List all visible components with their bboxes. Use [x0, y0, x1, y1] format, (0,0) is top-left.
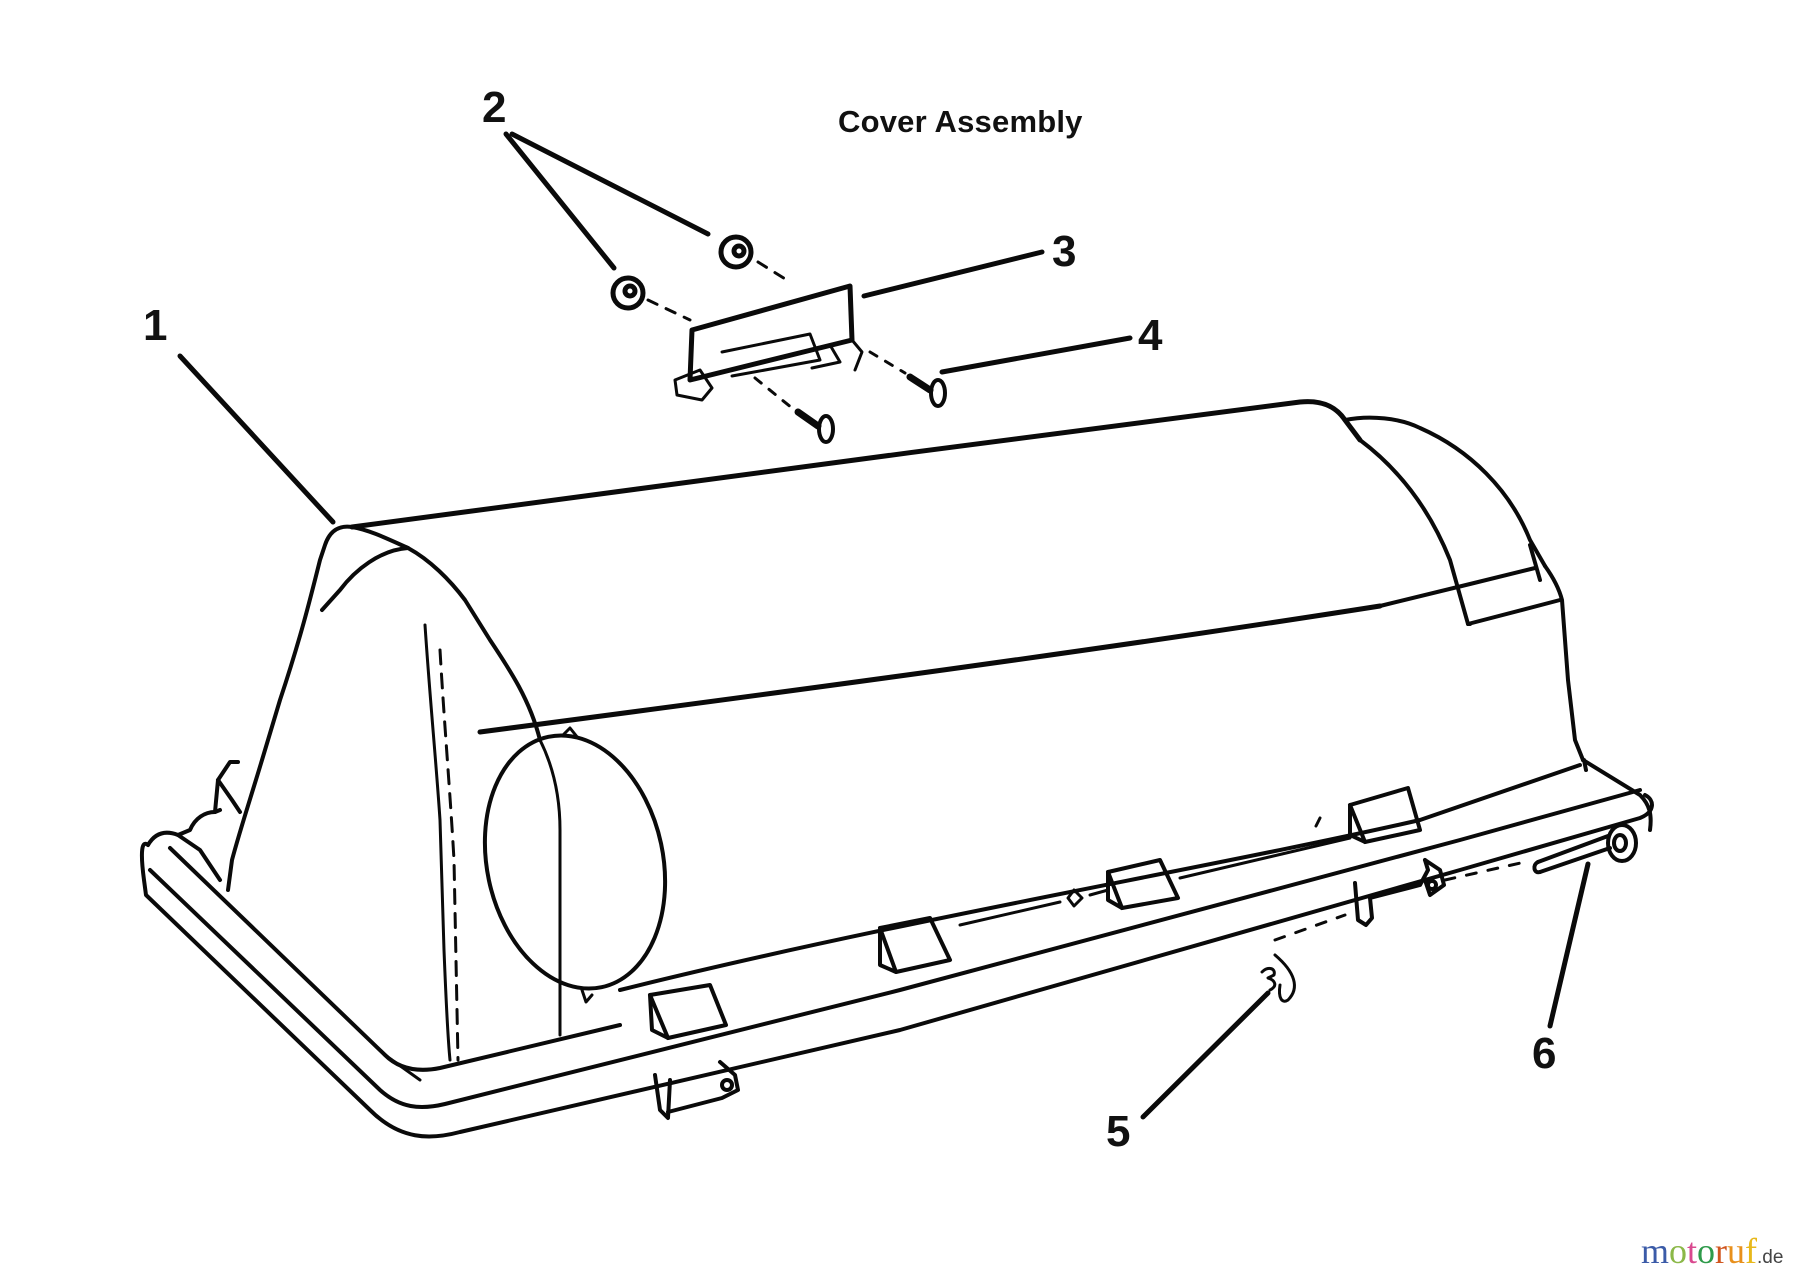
cover-body — [226, 399, 1653, 1062]
leader-4 — [939, 335, 1133, 375]
callout-5: 5 — [1106, 1107, 1131, 1156]
wm-letter: o — [1697, 1231, 1716, 1271]
base-frame — [139, 760, 1654, 1139]
nuts — [610, 234, 754, 311]
leader-1 — [177, 353, 336, 525]
nut-dash-lines — [646, 260, 792, 322]
callout-1: 1 — [143, 301, 168, 350]
wm-letter: t — [1687, 1231, 1698, 1271]
wm-letter: m — [1641, 1231, 1670, 1271]
assembly-lines — [1273, 860, 1527, 942]
leader-lines — [177, 131, 1591, 1120]
screw-dash-lines — [753, 350, 907, 410]
hairpin-clip — [1260, 953, 1296, 1003]
leader-2b — [509, 131, 711, 237]
callout-3: 3 — [1052, 227, 1077, 276]
wm-letter: o — [1669, 1231, 1688, 1271]
callout-6: 6 — [1532, 1029, 1557, 1078]
wm-tld: .de — [1757, 1247, 1784, 1268]
watermark-logo: motoruf.de — [1641, 1233, 1783, 1269]
wm-letter: u — [1727, 1231, 1746, 1271]
diagram-title: Cover Assembly — [838, 104, 1083, 139]
leader-3 — [861, 249, 1045, 299]
hinges — [648, 786, 1446, 1120]
handle — [673, 283, 864, 402]
wm-letter: r — [1715, 1231, 1728, 1271]
callout-4: 4 — [1138, 311, 1163, 360]
leader-6 — [1547, 861, 1591, 1029]
leader-5 — [1140, 990, 1271, 1120]
leader-2a — [503, 131, 617, 271]
hinge-pin — [1532, 823, 1638, 875]
callout-2: 2 — [482, 83, 507, 132]
round-vent — [482, 726, 668, 1004]
wm-letter: f — [1745, 1231, 1758, 1271]
screws — [794, 373, 947, 444]
